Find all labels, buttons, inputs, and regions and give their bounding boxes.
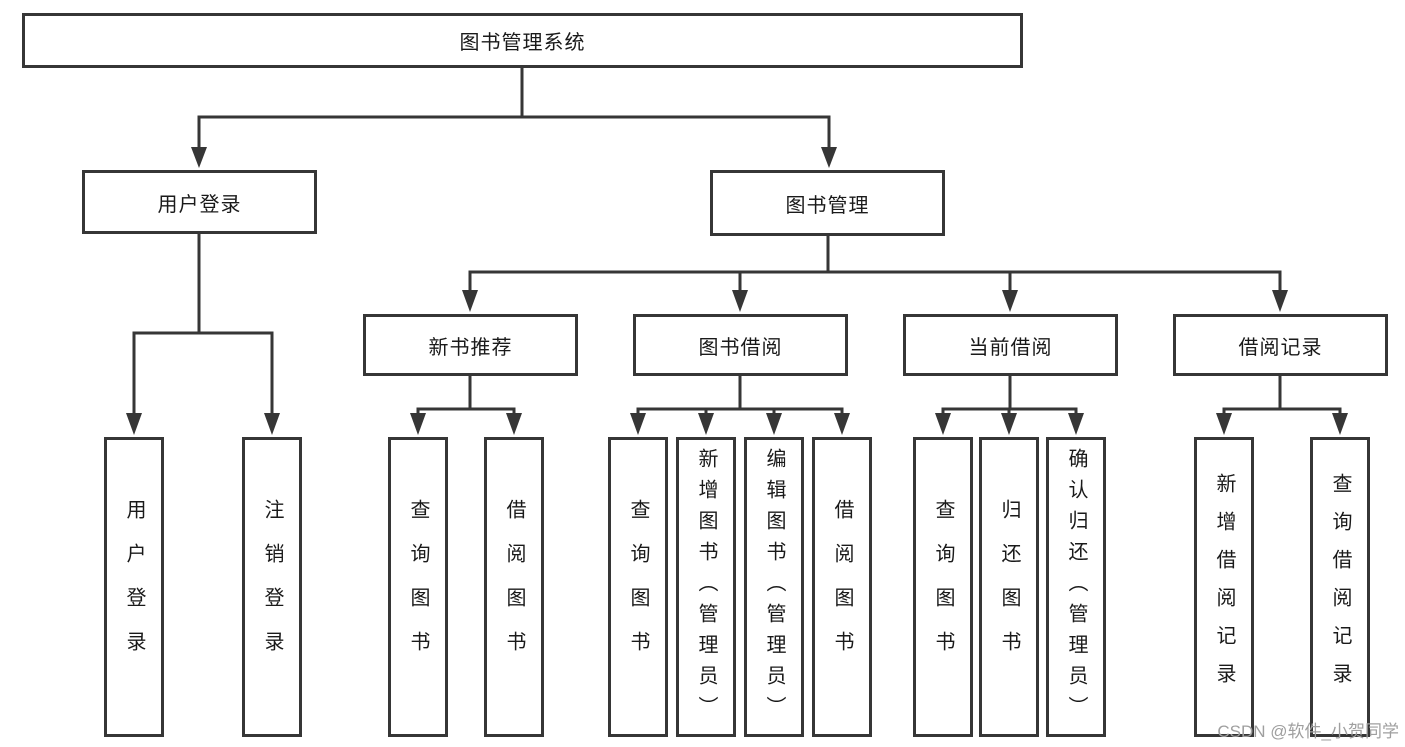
- leaf-add-borrow-record: 新增借阅记录: [1194, 437, 1254, 737]
- leaf-recommend-borrow-books: 借阅图书: [484, 437, 544, 737]
- leaf-user-login: 用户登录: [104, 437, 164, 737]
- leaf-edit-books-admin-label: 编辑图书（管理员）: [763, 447, 785, 727]
- leaf-current-query-books: 查询图书: [913, 437, 973, 737]
- leaf-recommend-query-books-label: 查询图书: [407, 499, 429, 675]
- node-book-borrowing-label: 图书借阅: [698, 336, 783, 359]
- leaf-confirm-return-admin-label: 确认归还（管理员）: [1065, 447, 1087, 727]
- leaf-add-books-admin-label: 新增图书（管理员）: [695, 447, 717, 727]
- leaf-confirm-return-admin: 确认归还（管理员）: [1046, 437, 1106, 737]
- leaf-logout: 注销登录: [242, 437, 302, 737]
- leaf-recommend-query-books: 查询图书: [388, 437, 448, 737]
- leaf-current-query-books-label: 查询图书: [932, 499, 954, 675]
- leaf-edit-books-admin: 编辑图书（管理员）: [744, 437, 804, 737]
- node-borrowing-records-label: 借阅记录: [1238, 336, 1323, 359]
- node-library-system-label: 图书管理系统: [459, 32, 586, 54]
- leaf-recommend-borrow-books-label: 借阅图书: [503, 499, 525, 675]
- node-book-management: 图书管理: [710, 170, 945, 236]
- node-borrowing-records: 借阅记录: [1173, 314, 1388, 376]
- leaf-query-borrow-record: 查询借阅记录: [1310, 437, 1370, 737]
- leaf-logout-label: 注销登录: [261, 499, 283, 675]
- node-book-management-label: 图书管理: [785, 194, 870, 217]
- node-user-login-label: 用户登录: [157, 193, 242, 216]
- node-new-book-recommend: 新书推荐: [363, 314, 578, 376]
- leaf-query-borrow-record-label: 查询借阅记录: [1329, 473, 1351, 701]
- node-new-book-recommend-label: 新书推荐: [428, 336, 513, 359]
- node-book-borrowing: 图书借阅: [633, 314, 848, 376]
- node-library-system: 图书管理系统: [22, 13, 1023, 68]
- leaf-user-login-label: 用户登录: [123, 499, 145, 675]
- node-current-borrowing-label: 当前借阅: [968, 336, 1053, 359]
- leaf-add-borrow-record-label: 新增借阅记录: [1213, 473, 1235, 701]
- leaf-borrow-books-label: 借阅图书: [831, 499, 853, 675]
- leaf-return-books-label: 归还图书: [998, 499, 1020, 675]
- csdn-watermark: CSDN @软件_小贺同学: [1217, 722, 1399, 741]
- node-current-borrowing: 当前借阅: [903, 314, 1118, 376]
- leaf-add-books-admin: 新增图书（管理员）: [676, 437, 736, 737]
- leaf-borrowing-query-books: 查询图书: [608, 437, 668, 737]
- leaf-borrow-books: 借阅图书: [812, 437, 872, 737]
- node-user-login: 用户登录: [82, 170, 317, 234]
- leaf-return-books: 归还图书: [979, 437, 1039, 737]
- leaf-borrowing-query-books-label: 查询图书: [627, 499, 649, 675]
